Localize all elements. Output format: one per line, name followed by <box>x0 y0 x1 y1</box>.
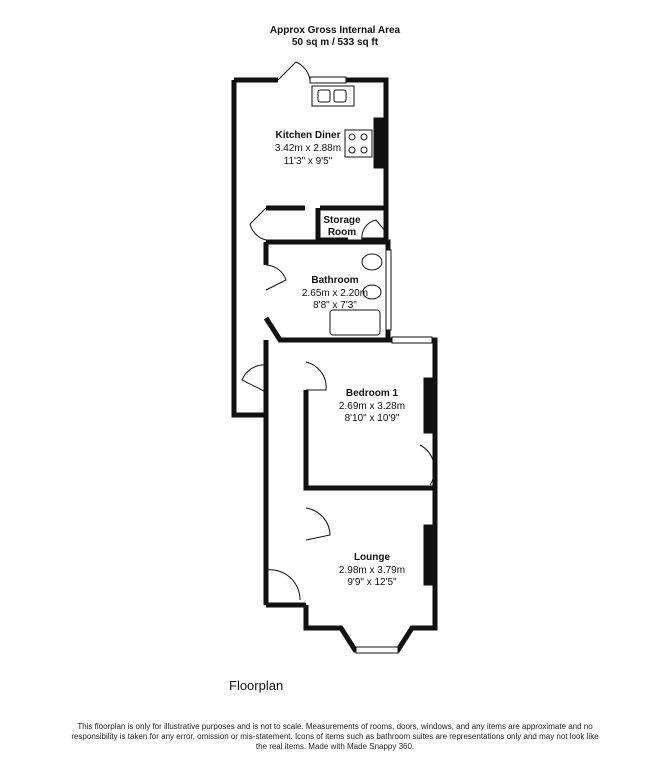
kitchen-counter-dark <box>373 117 384 169</box>
windows <box>309 76 433 654</box>
kitchen-name: Kitchen Diner <box>275 130 340 141</box>
door-swings <box>241 61 436 601</box>
bedroom-door-swing <box>305 361 327 391</box>
kitchen-door-swing <box>249 207 267 241</box>
storage-name-1: Storage <box>323 215 361 226</box>
area-value: 50 sq m / 533 sq ft <box>291 37 379 48</box>
disclaimer-text: This floorplan is only for illustrative … <box>71 722 599 751</box>
bath <box>329 309 381 336</box>
bathroom-window <box>385 249 392 331</box>
kitchen-imperial: 11'3" x 9'5" <box>284 156 333 167</box>
storage-door-swing <box>361 219 387 241</box>
bath-door-swing <box>265 264 287 291</box>
wardrobe-swing <box>419 444 436 486</box>
storage-name-2: Room <box>328 227 356 238</box>
hob <box>344 129 373 158</box>
lounge-bay-window <box>355 646 399 654</box>
fixtures <box>311 85 436 586</box>
kitchen-north-east-wall <box>310 77 389 211</box>
kitchen-metric: 3.42m x 2.88m <box>275 143 341 154</box>
bathroom-metric: 2.65m x 2.20m <box>302 288 368 299</box>
lounge-metric: 2.98m x 3.79m <box>339 565 405 576</box>
room-labels: Kitchen Diner 3.42m x 2.88m 11'3" x 9'5"… <box>275 130 405 588</box>
bathroom-name: Bathroom <box>311 275 358 286</box>
west-wall <box>231 80 266 418</box>
area-title: Approx Gross Internal Area <box>269 25 401 36</box>
lounge-imperial: 9'9" x 12'5" <box>347 577 397 588</box>
basin <box>362 284 382 300</box>
bedroom-name: Bedroom 1 <box>346 388 399 399</box>
front-door-swing <box>277 61 311 81</box>
bedroom-window <box>391 336 433 344</box>
bedroom-metric: 2.69m x 3.28m <box>339 401 405 412</box>
toilet <box>361 253 383 271</box>
floorplan-caption: Floorplan <box>229 678 284 693</box>
bedroom-imperial: 8'10" x 10'9" <box>345 413 400 424</box>
hall-door-swing <box>241 364 267 393</box>
storage-east <box>362 208 389 243</box>
lounge-chimney <box>423 524 436 586</box>
lounge-door-swing <box>305 507 331 541</box>
lower-hall-door-swing <box>265 569 301 601</box>
kitchen-window <box>309 76 347 84</box>
lounge-name: Lounge <box>354 552 391 563</box>
bedroom-wardrobe <box>423 377 436 434</box>
bathroom-imperial: 8'8" x 7'3" <box>313 300 357 311</box>
